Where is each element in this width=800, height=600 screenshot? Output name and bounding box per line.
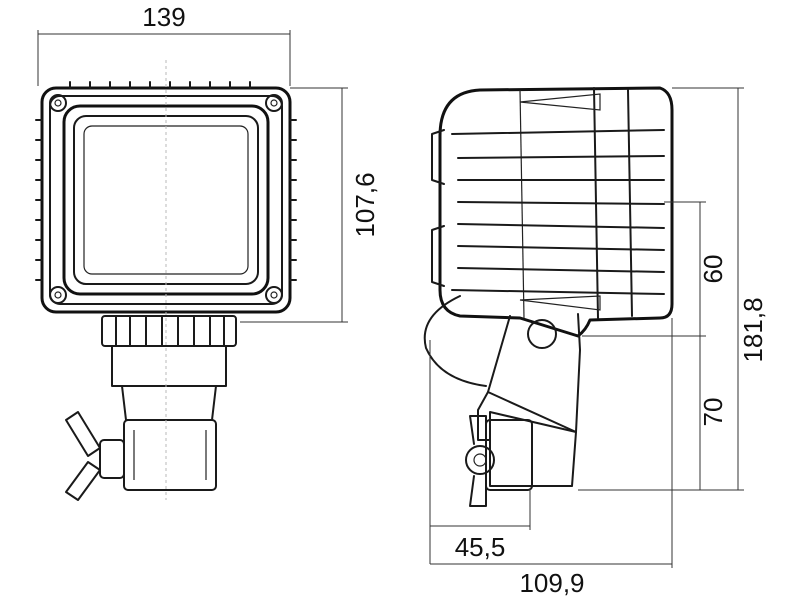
dim-side-total-depth: 109,9	[430, 318, 673, 598]
side-rear-cable-guides	[431, 129, 445, 287]
dim-side-total-height: 181,8	[672, 87, 768, 491]
dim-side-mount-offset: 45,5	[429, 340, 531, 564]
side-cooling-fins	[451, 93, 665, 311]
dim-side-lower: 70	[578, 336, 728, 491]
dim-side-lower-label: 70	[698, 398, 728, 427]
dim-side-total-height-label: 181,8	[738, 297, 768, 362]
side-housing-outline	[438, 86, 674, 338]
front-mount-bracket	[101, 315, 237, 491]
front-view	[35, 60, 297, 501]
front-corner-screws	[49, 94, 283, 304]
dim-side-mount-offset-label: 45,5	[455, 532, 506, 562]
front-right-fins	[289, 119, 297, 281]
side-mount-bracket	[465, 313, 581, 507]
dim-side-total-depth-label: 109,9	[519, 568, 584, 598]
dim-front-width-label: 139	[142, 2, 185, 32]
front-left-fins	[35, 119, 43, 281]
front-top-fins	[69, 81, 251, 89]
dim-front-width: 139	[37, 2, 291, 86]
side-cable	[423, 295, 487, 387]
side-view	[423, 86, 674, 507]
dim-front-height: 107,6	[240, 87, 380, 323]
side-body-line	[519, 89, 525, 319]
front-wing-nut	[65, 411, 125, 501]
dim-front-height-label: 107,6	[350, 172, 380, 237]
dim-side-upper: 60	[582, 201, 728, 337]
dim-side-upper-label: 60	[698, 255, 728, 284]
